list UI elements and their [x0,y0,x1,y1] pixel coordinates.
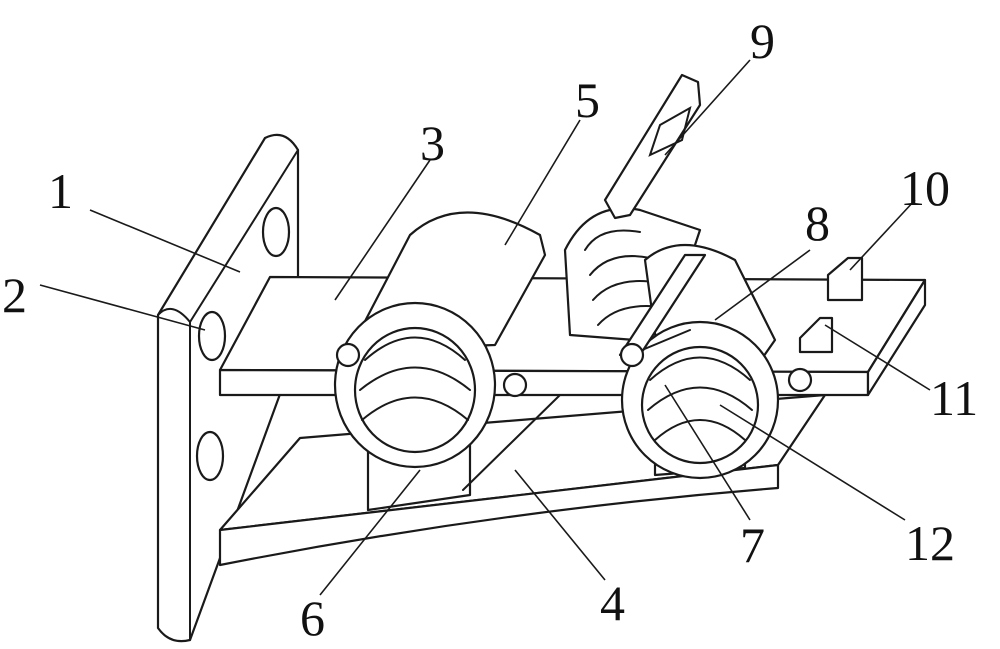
callout-labels: 1 2 3 4 5 6 7 8 9 10 11 12 [2,13,978,646]
mount-hole-middle [197,310,227,362]
mount-hole-bottom [195,430,225,482]
mount-hole-top [261,206,291,258]
label-10: 10 [900,160,950,216]
latch-arm [603,73,702,220]
right-pipe-clamp [563,207,813,480]
bolt-left [502,372,528,398]
label-6: 6 [300,590,325,646]
clamp-tabs [798,256,864,354]
hinge-pin-left [335,342,361,368]
label-4: 4 [600,575,625,631]
label-7: 7 [740,517,765,573]
label-9: 9 [750,13,775,69]
label-2: 2 [2,267,27,323]
label-1: 1 [48,163,73,219]
label-3: 3 [420,115,445,171]
hinge-pin-right [619,342,645,368]
label-5: 5 [575,72,600,128]
bolt-right [787,367,813,393]
label-12: 12 [905,515,955,571]
label-11: 11 [930,370,978,426]
leader-lines [39,59,931,596]
left-pipe-clamp [333,211,547,469]
label-8: 8 [805,195,830,251]
